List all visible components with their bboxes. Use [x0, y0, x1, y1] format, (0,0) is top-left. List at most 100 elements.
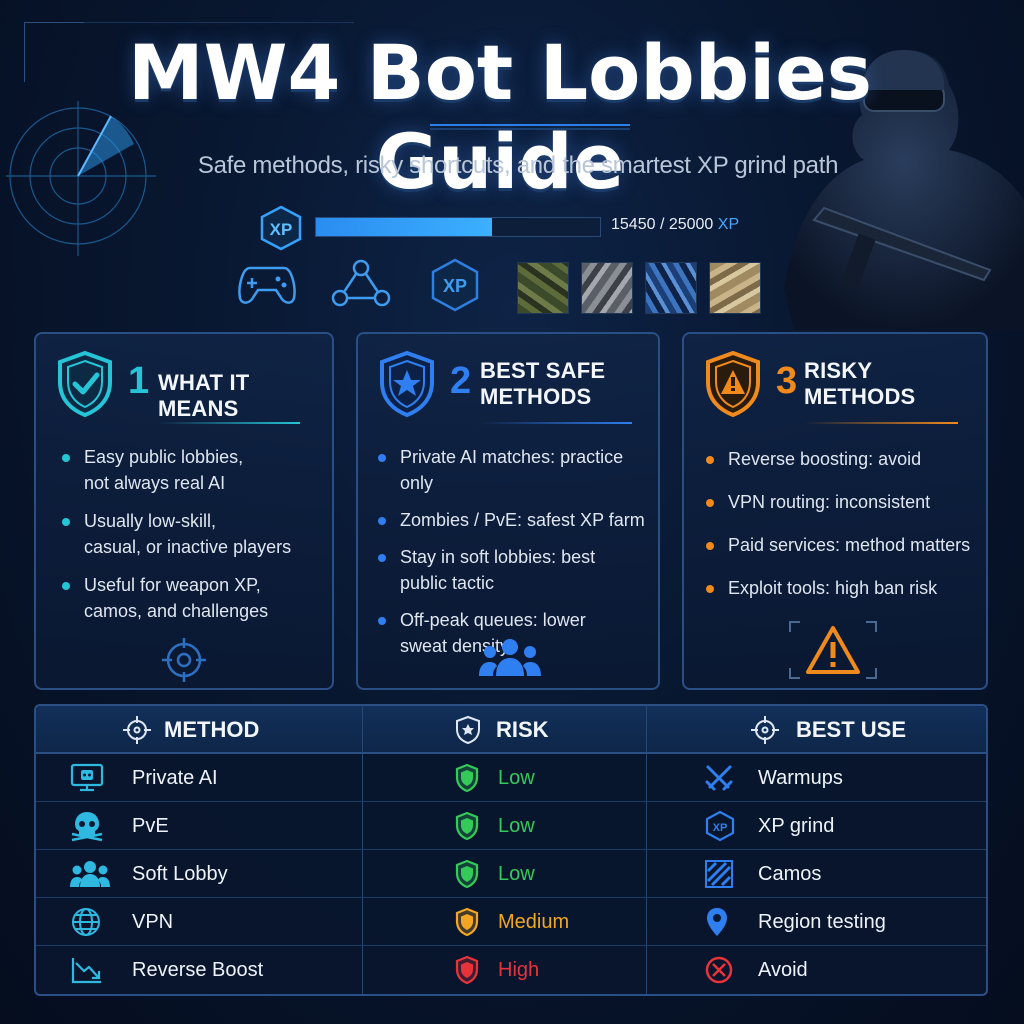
risk-shield-icon [454, 811, 498, 841]
header-risk: RISK [454, 706, 549, 754]
cell-risk: Medium [454, 898, 569, 946]
card-risky-methods: 3 RISKY METHODS Reverse boosting: avoid … [682, 332, 988, 690]
xp-progress-bar [315, 217, 601, 237]
group-icon [479, 639, 541, 676]
card-bullet-list: Easy public lobbies, not always real AI … [62, 444, 324, 624]
bullet-text: Paid services: method matters [728, 535, 971, 555]
risk-shield-icon [454, 955, 498, 985]
radar-graphic [6, 101, 156, 256]
list-item: Off-peak queues: lower sweat density [378, 607, 660, 659]
bullet-text: Private AI matches: practice only [400, 447, 624, 493]
card-best-safe-methods: 2 BEST SAFE METHODS Private AI matches: … [356, 332, 660, 690]
risk-shield-icon [454, 907, 498, 937]
method-label: VPN [132, 910, 174, 933]
shield-star-icon [380, 350, 434, 418]
bullet-text: Usually low-skill, casual, or inactive p… [84, 511, 292, 557]
header-method-label: METHOD [164, 717, 260, 742]
card-separator [804, 422, 958, 424]
cell-best-use: XP XP grind [704, 802, 834, 850]
crosshair-icon [751, 716, 779, 744]
card-number: 1 [128, 360, 150, 402]
trend-down-icon [70, 955, 132, 985]
card-title: BEST SAFE METHODS [480, 358, 606, 409]
card-title: RISKY METHODS [804, 358, 916, 409]
bullet-text: VPN routing: inconsistent [728, 492, 931, 512]
gamepad-icon [238, 266, 296, 304]
risk-shield-icon [454, 763, 498, 793]
cell-method: VPN [70, 898, 173, 946]
cell-method: Soft Lobby [70, 850, 228, 898]
bullet-text: Zombies / PvE: safest XP farm [400, 510, 645, 530]
camo-swatch-urban [581, 262, 633, 314]
xp-unit: XP [717, 216, 740, 233]
risk-label: Medium [498, 910, 570, 933]
shield-check-icon [58, 350, 112, 418]
best-use-label: XP grind [758, 814, 835, 837]
card-bullet-list: Private AI matches: practice only Zombie… [378, 444, 660, 659]
bullet-text: Off-peak queues: lower sweat density [400, 610, 586, 656]
xp-hex-icon: XP [704, 810, 758, 842]
cell-method: Reverse Boost [70, 946, 263, 994]
table-row: PvE Low XP XP grind [36, 802, 986, 850]
risk-label: High [498, 958, 540, 981]
list-item: Private AI matches: practice only [378, 444, 660, 496]
bullet-text: Exploit tools: high ban risk [728, 578, 938, 598]
frame-line [24, 22, 354, 23]
bullet-text: Stay in soft lobbies: best public tactic [400, 547, 596, 593]
camo-swatch-woodland [517, 262, 569, 314]
risk-label: Low [498, 766, 535, 789]
camo-icon [704, 859, 758, 889]
best-use-label: Warmups [758, 766, 843, 789]
card-what-it-means: 1 WHAT IT MEANS Easy public lobbies, not… [34, 332, 334, 690]
cell-method: PvE [70, 802, 169, 850]
camo-swatch-desert [709, 262, 761, 314]
risk-label: Low [498, 814, 535, 837]
xp-progress-value: 15450 / 25000 [611, 216, 714, 233]
warning-triangle-icon [789, 621, 877, 679]
page-title: MW4 Bot Lobbies Guide [127, 28, 872, 206]
risk-shield-icon [454, 859, 498, 889]
xp-progress-fill [316, 218, 492, 236]
soldier-illustration [784, 50, 1024, 330]
card-bullet-list: Reverse boosting: avoid VPN routing: inc… [706, 446, 984, 601]
network-icon [331, 259, 391, 307]
group-icon [70, 860, 132, 888]
card-number: 3 [776, 360, 798, 402]
column-divider [646, 706, 647, 994]
shield-warning-icon [706, 350, 760, 418]
cell-best-use: Warmups [704, 754, 843, 802]
globe-icon [70, 906, 132, 938]
table-header: METHOD RISK BEST USE [36, 706, 986, 754]
list-item: Exploit tools: high ban risk [706, 575, 984, 601]
bullet-text: Useful for weapon XP, camos, and challen… [84, 575, 269, 621]
x-circle-icon [704, 955, 758, 985]
monitor-bot-icon [70, 763, 132, 793]
cell-risk: Low [454, 850, 535, 898]
crossed-swords-icon [704, 763, 758, 793]
list-item: Usually low-skill, casual, or inactive p… [62, 508, 324, 560]
crosshair-icon [162, 638, 206, 682]
risk-label: Low [498, 862, 535, 885]
list-item: VPN routing: inconsistent [706, 489, 984, 515]
title-underline [430, 124, 630, 130]
list-item: Zombies / PvE: safest XP farm [378, 507, 660, 533]
method-label: PvE [132, 814, 169, 837]
header-best-use: BEST USE [750, 706, 906, 754]
bullet-text: Reverse boosting: avoid [728, 449, 922, 469]
card-number: 2 [450, 360, 472, 402]
cell-risk: Low [454, 802, 535, 850]
card-separator [480, 422, 632, 424]
list-item: Paid services: method matters [706, 532, 984, 558]
header-risk-label: RISK [496, 717, 549, 742]
bullet-text: Easy public lobbies, not always real AI [84, 447, 244, 493]
svg-text:XP: XP [713, 822, 728, 834]
header-best-use-label: BEST USE [796, 717, 907, 742]
card-title: WHAT IT MEANS [158, 370, 250, 421]
cell-risk: Low [454, 754, 535, 802]
column-divider [362, 706, 363, 994]
